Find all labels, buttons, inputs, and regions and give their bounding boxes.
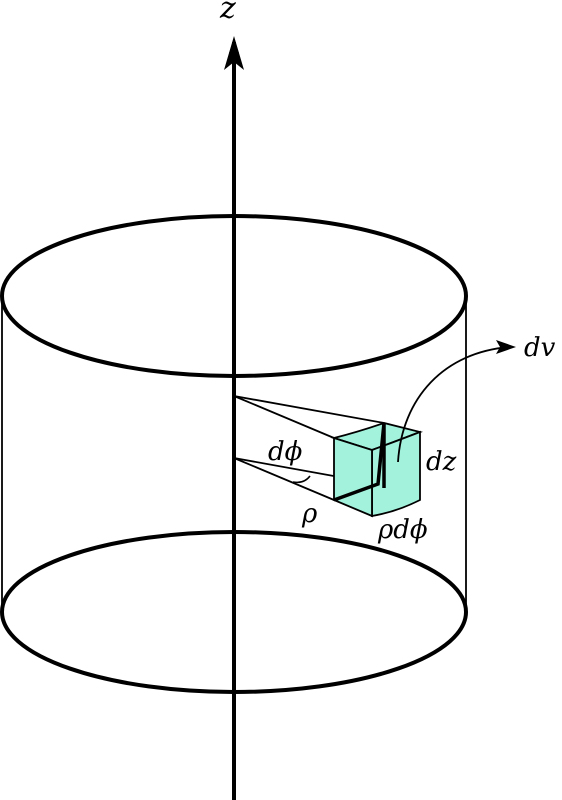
dv-leader-arrowhead [496, 340, 516, 354]
rho-dphi-label: ρdϕ [377, 515, 428, 545]
z-axis-label: z [219, 0, 236, 26]
radial-line-upper-back [233, 395, 385, 424]
dv-label: dv [524, 333, 556, 363]
volume-element-side-face [333, 436, 373, 518]
radial-line-lower-front [233, 457, 335, 501]
volume-element-inner-edge [333, 422, 386, 502]
dz-label: dz [426, 447, 457, 477]
z-axis-arrowhead [224, 36, 244, 70]
dphi-label: dϕ [268, 437, 303, 467]
radial-line-upper-front [233, 395, 335, 439]
dv-leader-arrow [397, 346, 511, 463]
volume-element [330, 422, 423, 518]
dphi-angle-arc [292, 475, 311, 484]
rho-label: ρ [301, 499, 318, 529]
